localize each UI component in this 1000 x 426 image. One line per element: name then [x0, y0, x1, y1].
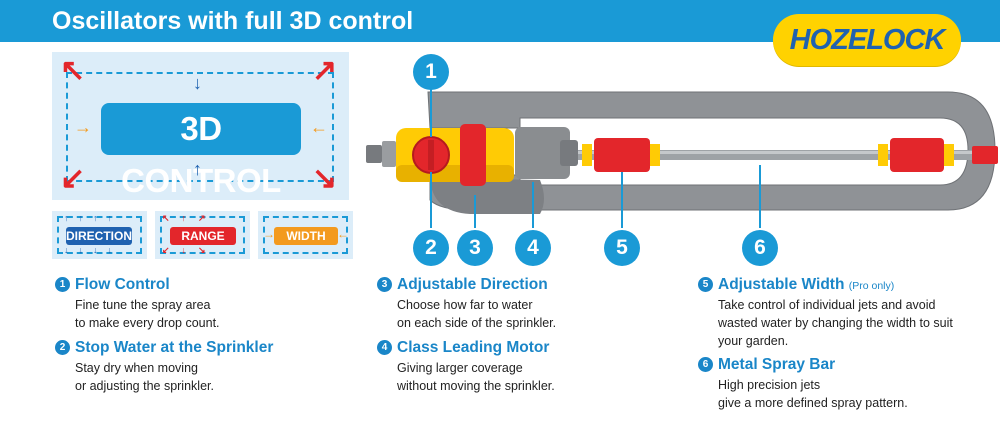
feature-1-line-1: Fine tune the spray area: [75, 298, 211, 312]
control-dashed-frame: [66, 72, 334, 182]
range-frame: [160, 216, 245, 254]
feature-4-description: Giving larger coverage without moving th…: [397, 359, 555, 395]
width-slider-right-yellow: [878, 144, 888, 166]
feature-2-line-2: or adjusting the sprinkler.: [75, 379, 214, 393]
callout-1: 1: [413, 54, 449, 90]
feature-5-line-2: wasted water by changing the width to su…: [718, 316, 953, 330]
feature-1-line-2: to make every drop count.: [75, 316, 220, 330]
width-frame: [263, 216, 348, 254]
3d-control-label: 3D CONTROL: [121, 110, 281, 199]
sprinkler-base: [430, 178, 544, 214]
arrow-left-icon: ←: [310, 117, 328, 137]
direction-frame: [57, 216, 142, 254]
direction-ring: [460, 124, 486, 186]
feature-6-heading: 6 Metal Spray Bar: [698, 356, 835, 374]
feature-1-number: 1: [55, 277, 70, 292]
feature-5-title: Adjustable Width: [718, 276, 845, 293]
feature-3-title: Adjustable Direction: [397, 276, 548, 293]
width-arrow-right-icon: →: [263, 227, 275, 241]
hose-connector-ring: [382, 141, 396, 167]
width-slider-right: [890, 138, 944, 172]
yellow-body-shade: [396, 165, 514, 182]
feature-3-heading: 3 Adjustable Direction: [377, 276, 548, 294]
pill-range: RANGE: [170, 227, 236, 245]
motor-cap: [560, 140, 578, 166]
hozelock-logo: HOZELOCK: [773, 14, 961, 66]
end-cap: [972, 146, 998, 164]
feature-1-title: Flow Control: [75, 276, 170, 293]
arrow-up-icon: ↑: [193, 159, 202, 179]
motor-housing: [515, 127, 570, 179]
feature-3-line-2: on each side of the sprinkler.: [397, 316, 557, 330]
feature-4-number: 4: [377, 340, 392, 355]
arrow-sw-icon: ↙: [60, 162, 86, 195]
feature-1-heading: 1 Flow Control: [55, 276, 170, 294]
callout-5: 5: [604, 230, 640, 266]
arrow-down-icon: ↓: [193, 73, 202, 93]
feature-6-line-1: High precision jets: [718, 378, 821, 392]
logo-text: HOZELOCK: [789, 24, 946, 56]
feature-4-line-2: without moving the sprinkler.: [397, 379, 555, 393]
feature-4-title: Class Leading Motor: [397, 339, 550, 356]
callout-3: 3: [457, 230, 493, 266]
feature-5-heading: 5 Adjustable Width (Pro only): [698, 276, 894, 294]
range-arrows-icon: ↖↑↗: [162, 213, 218, 223]
hose-connector: [366, 145, 382, 163]
pill-width: WIDTH: [274, 227, 338, 245]
pill-direction: DIRECTION: [66, 227, 132, 245]
callout-4: 4: [515, 230, 551, 266]
direction-arrows-bottom-icon: ↓↓↓↓: [64, 245, 122, 255]
spray-bar-highlight: [578, 151, 984, 154]
callout-6: 6: [742, 230, 778, 266]
direction-arrows-icon: ↑↑↑↑: [64, 213, 122, 223]
width-arrow-left-icon: ←: [337, 227, 349, 241]
flow-knob-grip: [428, 140, 434, 170]
feature-2-title: Stop Water at the Sprinkler: [75, 339, 274, 356]
arrow-se-icon: ↘: [312, 162, 338, 195]
metal-spray-bar: [578, 150, 984, 160]
feature-2-description: Stay dry when moving or adjusting the sp…: [75, 359, 214, 395]
feature-5-description: Take control of individual jets and avoi…: [718, 296, 953, 350]
feature-6-title: Metal Spray Bar: [718, 356, 836, 373]
feature-3-description: Choose how far to water on each side of …: [397, 296, 556, 332]
width-slider-right-yellow2: [944, 144, 954, 166]
feature-6-description: High precision jets give a more defined …: [718, 376, 908, 412]
feature-2-heading: 2 Stop Water at the Sprinkler: [55, 339, 273, 357]
feature-6-line-2: give a more defined spray pattern.: [718, 396, 908, 410]
width-slider-left-yellow2: [650, 144, 660, 166]
feature-5-note: (Pro only): [848, 280, 895, 292]
callout-2: 2: [413, 230, 449, 266]
page-title: Oscillators with full 3D control: [52, 7, 414, 35]
width-slider-left-yellow: [582, 144, 592, 166]
arrow-nw-icon: ↖: [60, 54, 86, 87]
feature-5-line-1: Take control of individual jets and avoi…: [718, 298, 936, 312]
arrow-ne-icon: ↗: [312, 54, 338, 87]
feature-4-heading: 4 Class Leading Motor: [377, 339, 549, 357]
arrow-right-icon: →: [74, 117, 92, 137]
feature-3-line-1: Choose how far to water: [397, 298, 533, 312]
feature-6-number: 6: [698, 357, 713, 372]
feature-1-description: Fine tune the spray area to make every d…: [75, 296, 220, 332]
feature-2-line-1: Stay dry when moving: [75, 361, 198, 375]
feature-3-number: 3: [377, 277, 392, 292]
range-arrows-bottom-icon: ↙↓↘: [162, 245, 218, 255]
feature-4-line-1: Giving larger coverage: [397, 361, 523, 375]
3d-control-box: 3D CONTROL: [101, 103, 301, 199]
width-slider-left: [594, 138, 650, 172]
feature-2-number: 2: [55, 340, 70, 355]
feature-5-line-3: your garden.: [718, 334, 789, 348]
feature-5-number: 5: [698, 277, 713, 292]
